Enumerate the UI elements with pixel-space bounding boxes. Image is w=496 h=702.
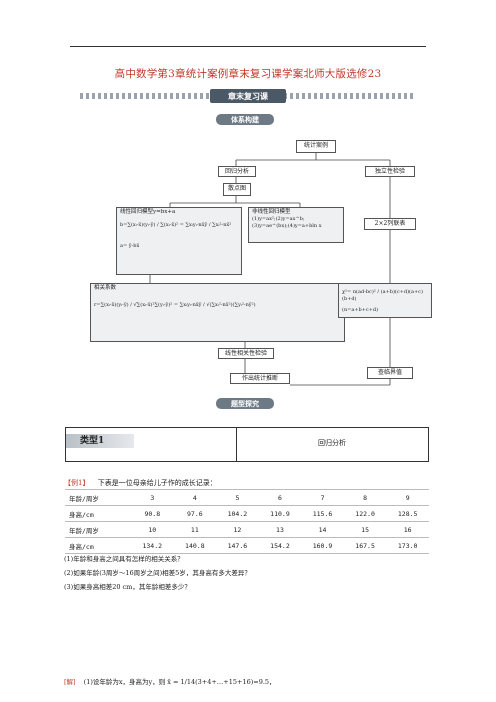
node-contingency: 2×2列联表 [364,218,416,230]
type-box: 类型1 回归分析 [65,427,429,462]
node-critical-value-label: 查临界值 [377,369,402,376]
table-cell: 身高/cm [65,505,131,522]
table-cell: 160.9 [301,537,344,554]
node-independence: 独立性检验 [365,166,415,177]
table-row: 年龄/周岁 10 11 12 13 14 15 16 [65,521,429,538]
node-scatter: 散点图 [223,183,251,196]
table-cell: 9 [386,489,429,506]
table-cell: 10 [131,521,174,538]
table-cell: 6 [258,489,302,506]
table-cell: 134.2 [131,537,174,554]
example-tag: 【例1】 [64,479,90,487]
section-header-problems: 题型探究 [216,398,274,409]
node-inference-label: 作出统计推断 [241,375,278,382]
section-header-structure: 体系构建 [216,114,274,125]
table-cell: 身高/cm [65,537,131,554]
solution-line: [解] (1)设年龄为x，身高为y，则 x̄ = 1/14(3+4+…+15+1… [64,676,276,686]
table-cell: 3 [131,489,174,506]
example-text: 下表是一位母亲给儿子作的成长记录： [97,479,217,487]
table-cell: 8 [343,489,387,506]
node-statistics-case-label: 统计案例 [303,142,328,149]
node-statistics-case: 统计案例 [296,140,336,153]
chi-square-n: (n=a+b+c+d) [342,306,379,313]
table-row: 身高/cm 90.8 97.6 104.2 110.9 115.6 122.0 … [65,505,429,522]
solution-text: (1)设年龄为x，身高为y，则 x̄ = 1/14(3+4+…+15+16)=9… [83,678,276,686]
table-row: 年龄/周岁 3 4 5 6 7 8 9 [65,489,429,506]
table-cell: 7 [301,489,344,506]
table-cell: 年龄/周岁 [65,489,131,506]
table-cell: 14 [301,521,344,538]
type-topic: 回归分析 [318,439,346,447]
table-cell: 140.8 [173,537,217,554]
solution-tag: [解] [64,678,76,686]
table-cell: 128.5 [386,505,429,522]
question-1: (1)年龄和身高之间具有怎样的相关关系？ [64,555,184,563]
table-cell: 16 [386,521,429,538]
section-label-problems: 题型探究 [216,398,274,409]
table-cell: 11 [173,521,217,538]
node-linear-test: 线性相关性检验 [218,348,274,359]
chapter-banner: 章末复习课 [80,89,416,103]
table-cell: 97.6 [173,505,217,522]
node-regression: 回归分析 [218,166,256,177]
node-correlation: 相关系数 r=∑(xᵢ-x̄)(yᵢ-ȳ) / √∑(xᵢ-x̄)²∑(yᵢ-ȳ… [90,283,345,342]
section-label-structure: 体系构建 [216,114,274,125]
type-divider [236,428,237,461]
table-cell: 173.0 [386,537,429,554]
table-cell: 115.6 [301,505,344,522]
type-label: 类型1 [66,434,134,448]
header-rule [70,46,426,47]
table-cell: 122.0 [343,505,387,522]
node-inference: 作出统计推断 [230,373,290,384]
document-title: 高中数学第3章统计案例章末复习课学案北师大版选修23 [114,68,382,80]
banner-label: 章末复习课 [210,89,286,103]
node-nonlinear-model: 非线性回归模型 (1)y=ax²;(2)y=ax^b; (3)y=ae^(bx)… [248,207,344,243]
node-regression-label: 回归分析 [224,168,249,175]
nonlinear-formula-2: (3)y=ae^(bx);(4)y=a+bln x [252,223,322,230]
node-linear-model: 线性回归模型y=bx+a b=∑(xᵢ-x̄)(yᵢ-ȳ) / ∑(xᵢ-x̄)… [116,207,242,275]
question-3: (3)如果身高相差20 cm，其年龄相差多少？ [64,583,191,591]
linear-model-title: 线性回归模型y=bx+a [120,209,176,215]
table-cell: 13 [258,521,302,538]
table-cell: 167.5 [343,537,387,554]
node-linear-test-label: 线性相关性检验 [224,350,267,357]
linear-model-a: a= ȳ-bx̄ [120,243,140,250]
node-chi-square: χ²= n(ad-bc)² / (a+b)(c+d)(a+c)(b+d) (n=… [338,283,432,318]
node-independence-label: 独立性检验 [374,168,405,175]
table-cell: 104.2 [216,505,259,522]
table-cell: 5 [216,489,259,506]
nonlinear-title: 非线性回归模型 [252,209,291,215]
growth-table: 年龄/周岁 3 4 5 6 7 8 9 身高/cm 90.8 97.6 104.… [65,489,429,554]
linear-model-b: b=∑(xᵢ-x̄)(yᵢ-ȳ) / ∑(xᵢ-x̄)² = ∑xᵢyᵢ-nx̄… [120,222,232,229]
node-scatter-label: 散点图 [227,185,246,192]
node-critical-value: 查临界值 [367,367,413,379]
table-cell: 年龄/周岁 [65,521,131,538]
table-cell: 4 [173,489,217,506]
question-2: (2)如果年龄(3周岁～16周岁之间)相差5岁，其身高有多大差异？ [64,569,251,577]
table-row: 身高/cm 134.2 140.8 147.6 154.2 160.9 167.… [65,537,429,554]
chi-square-formula: χ²= n(ad-bc)² / (a+b)(c+d)(a+c)(b+d) [342,289,423,302]
correlation-formula: r=∑(xᵢ-x̄)(yᵢ-ȳ) / √∑(xᵢ-x̄)²∑(yᵢ-ȳ)² = … [94,302,256,309]
example-heading: 【例1】 下表是一位母亲给儿子作的成长记录： [64,478,217,488]
table-cell: 110.9 [258,505,302,522]
nonlinear-formula-1: (1)y=ax²;(2)y=ax^b; [252,216,305,223]
node-contingency-label: 2×2列联表 [374,220,406,227]
table-cell: 15 [343,521,387,538]
correlation-title: 相关系数 [94,285,117,291]
table-cell: 147.6 [216,537,259,554]
table-cell: 12 [216,521,259,538]
table-cell: 154.2 [258,537,302,554]
table-cell: 90.8 [131,505,174,522]
